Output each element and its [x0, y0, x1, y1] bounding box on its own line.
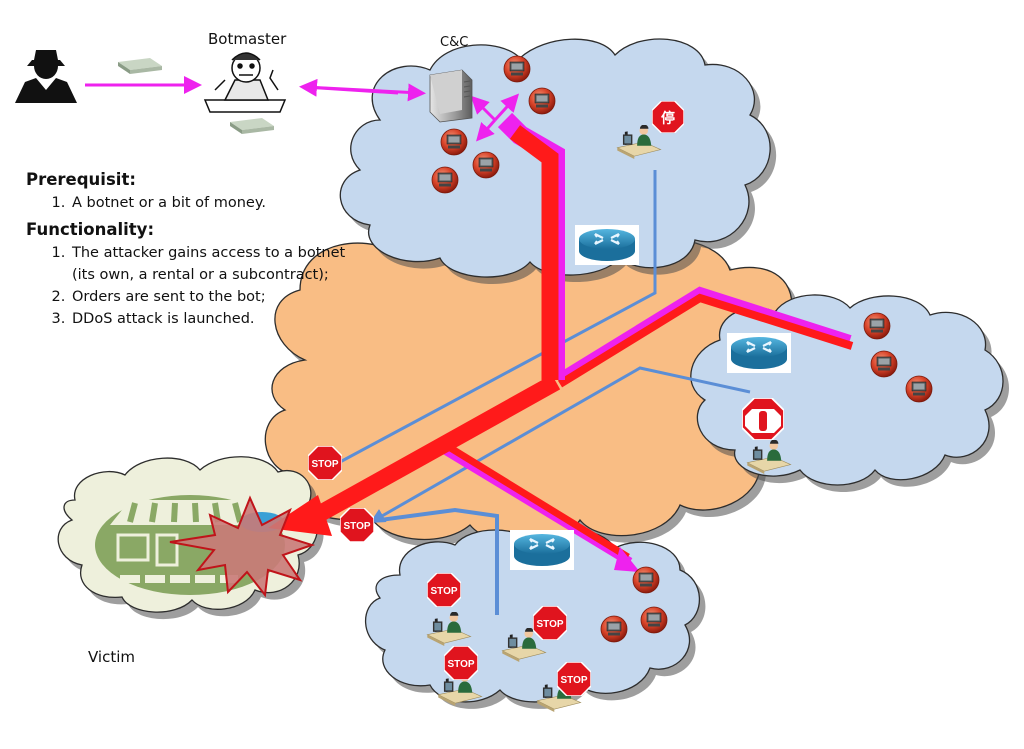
cash-bundle-icon — [118, 58, 162, 74]
cnc-label: C&C — [440, 35, 469, 50]
infected-computer-icon — [503, 55, 531, 83]
functionality-item: The attacker gains access to a botnet (i… — [70, 242, 356, 286]
svg-text:STOP: STOP — [560, 675, 587, 686]
stop-hand-icon — [742, 398, 784, 440]
botmaster-label: Botmaster — [208, 30, 287, 48]
router-icon — [575, 225, 639, 265]
infected-computer-icon — [632, 566, 660, 594]
functionality-heading: Functionality: — [26, 220, 155, 239]
infected-computer-icon — [640, 606, 668, 634]
spy-silhouette-icon — [15, 50, 77, 103]
stop-sign-icon: STOP — [444, 646, 478, 680]
functionality-list: The attacker gains access to a botnet (i… — [26, 242, 356, 330]
infected-computer-icon — [440, 128, 468, 156]
hacker-cartoon-icon — [203, 52, 287, 113]
infected-computer-icon — [905, 375, 933, 403]
infected-computer-icon — [600, 615, 628, 643]
filter-lines — [339, 170, 751, 615]
infected-computer-icon — [528, 87, 556, 115]
stop-sign-icon: STOP — [308, 446, 342, 480]
stop-sign-icon: 停 — [652, 101, 684, 133]
explosion-icon — [169, 495, 316, 598]
server-tower-icon — [429, 69, 473, 123]
infected-computer-icon — [870, 350, 898, 378]
infected-computer-icon — [863, 312, 891, 340]
stop-sign-icon: STOP — [557, 662, 591, 696]
svg-text:停: 停 — [661, 110, 675, 127]
right-botnet-cloud — [690, 294, 1010, 492]
svg-text:STOP: STOP — [447, 659, 474, 670]
prerequisite-list: A botnet or a bit of money. — [26, 192, 356, 214]
svg-text:STOP: STOP — [536, 619, 563, 630]
router-icon — [510, 530, 574, 570]
command-arrows — [85, 76, 520, 142]
router-icon — [727, 333, 791, 373]
functionality-item: Orders are sent to the bot; — [70, 286, 356, 308]
svg-text:STOP: STOP — [311, 459, 338, 470]
svg-text:STOP: STOP — [343, 521, 370, 532]
stop-sign-icon: STOP — [427, 573, 461, 607]
stop-sign-icon: STOP — [340, 508, 374, 542]
prerequisite-heading: Prerequisit: — [26, 170, 136, 189]
info-panel: Prerequisit: A botnet or a bit of money.… — [26, 168, 356, 334]
cash-bundle-icon — [230, 118, 274, 134]
victim-label: Victim — [88, 648, 136, 666]
stop-sign-icon: STOP — [533, 606, 567, 640]
prerequisite-item: A botnet or a bit of money. — [70, 192, 356, 214]
infected-computer-icon — [472, 151, 500, 179]
svg-text:STOP: STOP — [430, 586, 457, 597]
infected-computer-icon — [431, 166, 459, 194]
stop-signs: STOP STOP STOP STOP STOP STOP — [308, 446, 591, 696]
functionality-item: DDoS attack is launched. — [70, 308, 356, 330]
